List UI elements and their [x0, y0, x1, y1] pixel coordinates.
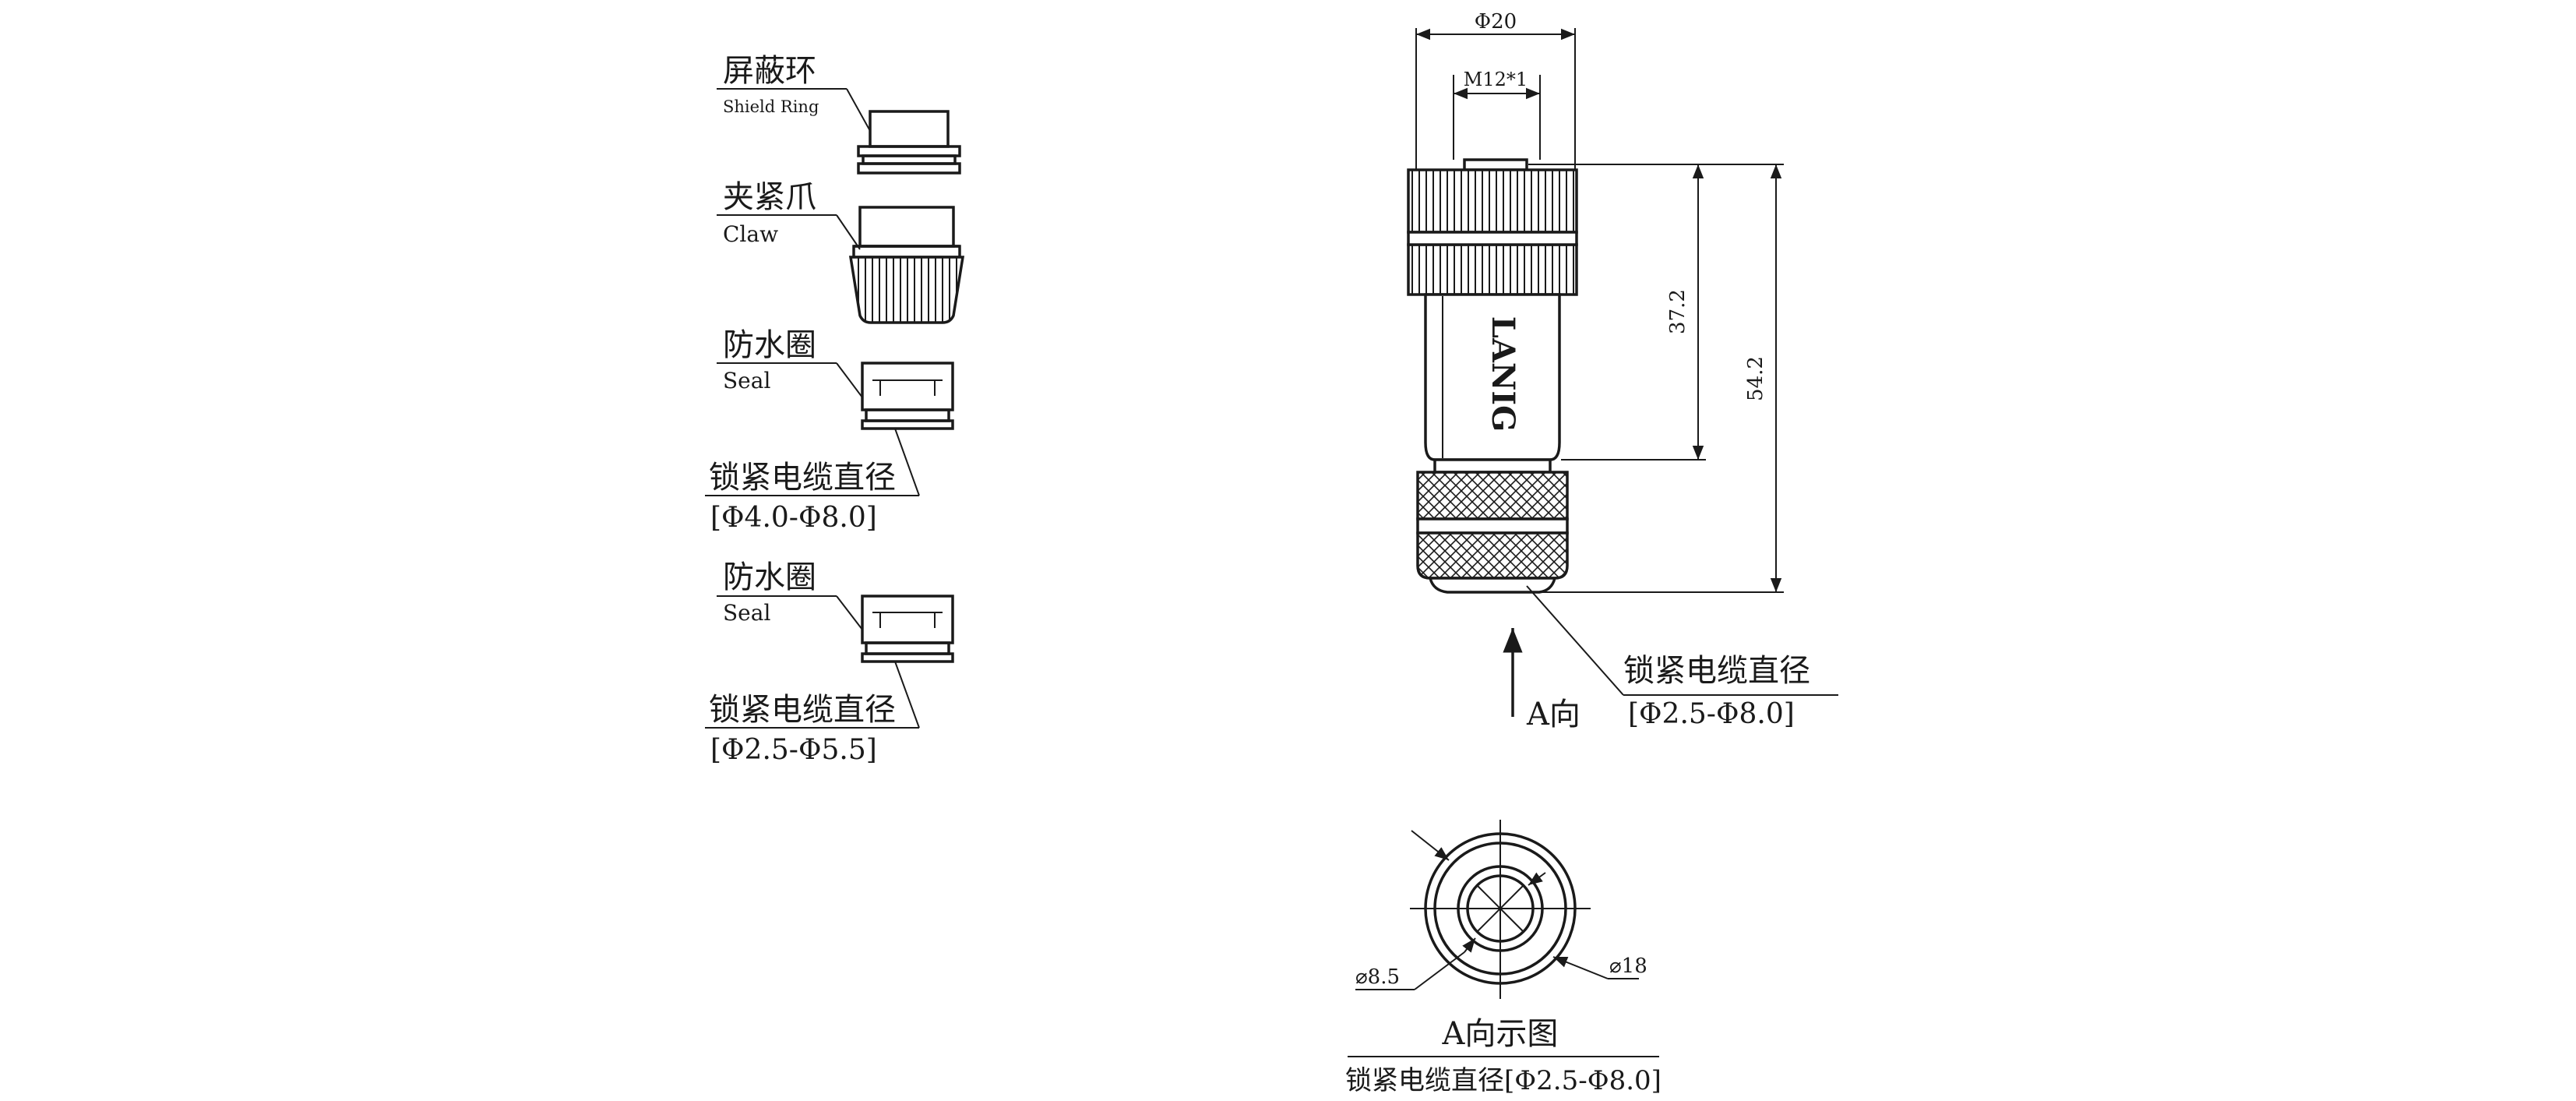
seal-1-label: 防水圈	[723, 327, 816, 363]
seal-part-1	[705, 362, 954, 496]
dim-thread-label: M12*1	[1464, 69, 1528, 90]
end-view	[1355, 820, 1639, 999]
side-range-title: 锁紧电缆直径	[1623, 653, 1810, 689]
claw-label: 夹紧爪	[723, 179, 816, 215]
claw-en-label: Claw	[723, 221, 778, 247]
dimension-body-length	[1528, 164, 1706, 461]
shield-ring-en-label: Shield Ring	[723, 97, 819, 116]
dim-body-length-label: 37.2	[1666, 289, 1690, 334]
connector-side-view	[1407, 158, 1578, 594]
dim-total-length-label: 54.2	[1744, 356, 1767, 401]
claw-part	[717, 206, 965, 324]
seal-1-range-value: [Φ4.0-Φ8.0]	[710, 502, 877, 534]
seal-1-en-label: Seal	[723, 368, 770, 393]
side-range-leader	[1526, 585, 1838, 696]
seal-2-range-title: 锁紧电缆直径	[709, 692, 896, 728]
seal-part-2	[705, 595, 954, 729]
dimension-total-length	[1542, 164, 1784, 593]
seal-2-range-value: [Φ2.5-Φ5.5]	[710, 734, 877, 766]
seal-2-label: 防水圈	[723, 559, 816, 595]
end-view-title: A向示图	[1442, 1016, 1559, 1052]
side-range-value: [Φ2.5-Φ8.0]	[1628, 698, 1795, 730]
seal-2-en-label: Seal	[723, 600, 770, 626]
end-outer-diameter-label: ⌀18	[1609, 955, 1647, 978]
brand-logo-text: LANIG	[1485, 316, 1521, 432]
shield-ring-part	[717, 88, 961, 175]
shield-ring-label: 屏蔽环	[723, 53, 816, 89]
dimension-outer-diameter	[1415, 28, 1576, 170]
dimension-thread	[1453, 75, 1541, 160]
dim-outer-diameter-label: Φ20	[1475, 10, 1517, 34]
view-direction-label: A向	[1526, 697, 1580, 732]
seal-1-range-title: 锁紧电缆直径	[709, 460, 896, 496]
end-inner-diameter-label: ⌀8.5	[1355, 965, 1400, 989]
end-view-range: 锁紧电缆直径[Φ2.5-Φ8.0]	[1345, 1065, 1662, 1096]
